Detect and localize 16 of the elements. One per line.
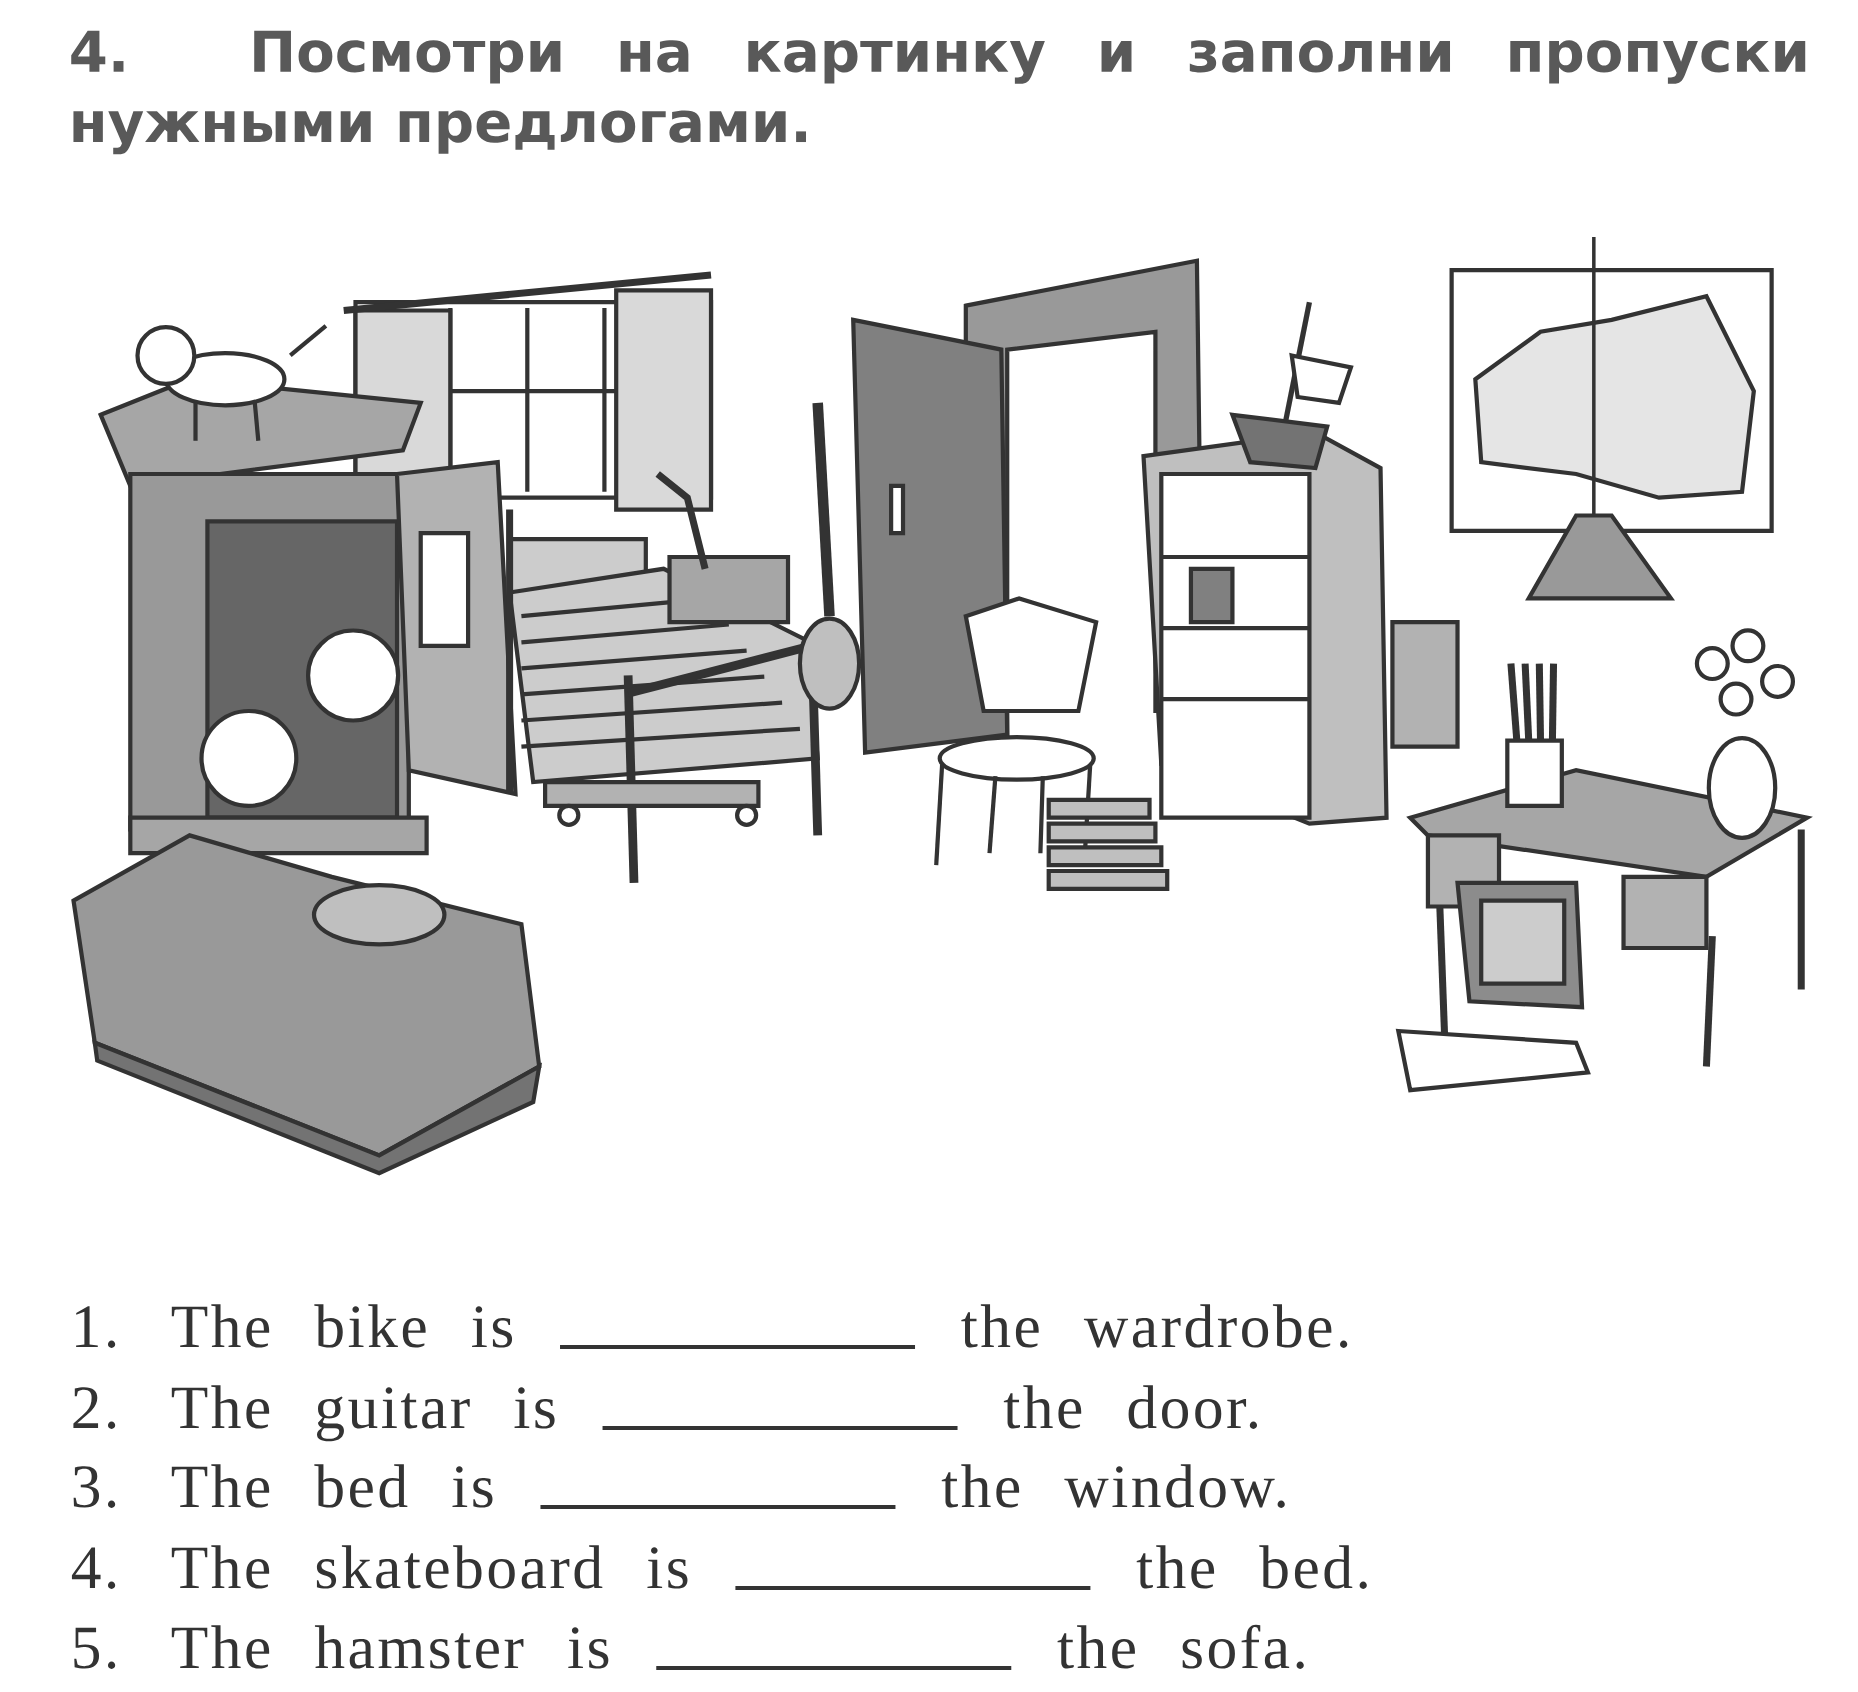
sentence-end: the sofa. (1057, 1624, 1304, 1669)
sentence-end: the window. (941, 1464, 1285, 1508)
item-number: 1. (76, 1306, 116, 1348)
sentence-end: the bed. (1136, 1545, 1367, 1589)
item-number: 4. (71, 1547, 116, 1589)
exercise-title: 4. Посмотри на картинку и заполни пропуски нужными предлогами. (71, 30, 1806, 155)
item-number: 3. (73, 1466, 116, 1508)
sentence-end: the door. (1003, 1385, 1257, 1429)
sentence-start: The bed is (171, 1464, 493, 1508)
sentence-end: the wardrobe. (961, 1304, 1348, 1348)
sentence-start: The hamster is (171, 1625, 609, 1669)
item-number: 5. (74, 1627, 116, 1669)
sentence-start: The guitar is (171, 1385, 555, 1442)
sentence-start: The skateboard is (171, 1545, 688, 1589)
item-number: 2. (73, 1387, 116, 1429)
sentence-start: The bike is (171, 1304, 513, 1348)
